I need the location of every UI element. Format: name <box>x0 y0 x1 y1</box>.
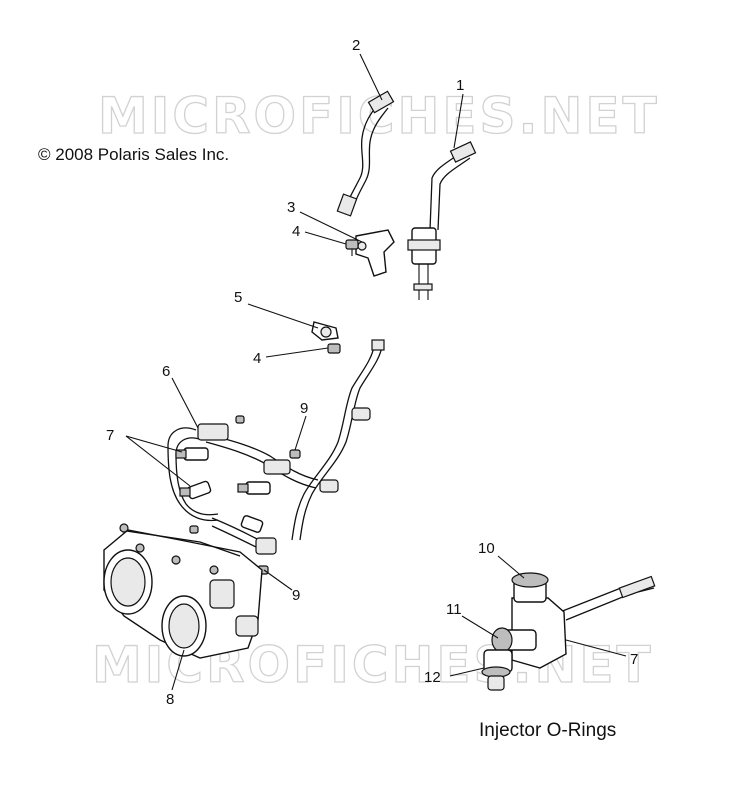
part-4-screw-lower <box>327 343 341 354</box>
callout-4-upper: 4 <box>292 223 300 240</box>
part-2-vent-hose <box>336 90 395 217</box>
leader-lines <box>125 53 627 691</box>
callout-7-inset: 7 <box>630 651 638 668</box>
part-6-fuel-rail <box>167 339 385 555</box>
part-7-injector-a <box>175 447 209 461</box>
callout-10: 10 <box>478 540 495 557</box>
callout-5: 5 <box>234 289 242 306</box>
watermark-top: MICROFICHES.NET <box>98 87 660 145</box>
callout-11: 11 <box>446 601 462 618</box>
callout-6: 6 <box>162 363 170 380</box>
callout-9-lower: 9 <box>292 587 300 604</box>
part-5-clamp <box>311 321 339 341</box>
inset-caption: Injector O-Rings <box>479 720 617 741</box>
part-7-injector-c <box>237 481 271 495</box>
part-1-fuel-line-filter <box>407 141 477 300</box>
inset-injector-assembly <box>481 572 656 691</box>
callout-1: 1 <box>456 77 464 94</box>
callout-8: 8 <box>166 691 174 708</box>
part-9-screw-upper <box>235 415 301 459</box>
callout-9-upper: 9 <box>300 400 308 417</box>
callout-12: 12 <box>424 669 441 686</box>
callout-4-lower: 4 <box>253 350 261 367</box>
callout-3: 3 <box>287 199 295 216</box>
part-7-injector-b <box>179 480 212 500</box>
part-4-screw-upper <box>345 239 359 256</box>
callout-2: 2 <box>352 37 360 54</box>
callout-7: 7 <box>106 427 114 444</box>
part-3-bracket <box>355 229 395 277</box>
copyright-notice: © 2008 Polaris Sales Inc. <box>38 145 230 164</box>
part-8-throttle-body <box>103 523 263 659</box>
part-7-injector-d <box>240 515 264 533</box>
